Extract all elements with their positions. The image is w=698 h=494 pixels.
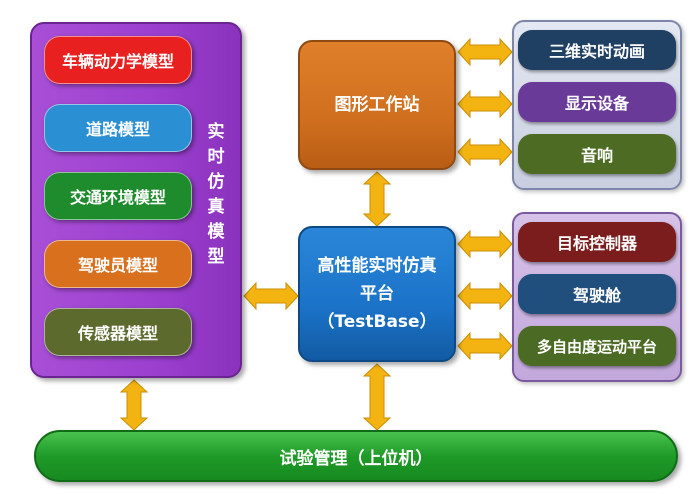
traffic-environment-model: 交通环境模型 xyxy=(44,172,192,220)
arrow-workstation-audio xyxy=(457,137,513,167)
platform-title-line2: 平台 xyxy=(360,284,394,304)
target-controller-item: 目标控制器 xyxy=(518,222,676,262)
graphics-workstation-box: 图形工作站 xyxy=(298,40,456,170)
platform-title-line3: （TestBase） xyxy=(317,312,437,332)
arrow-models-test-management xyxy=(119,379,149,431)
cockpit-item: 驾驶舱 xyxy=(518,274,676,314)
arrow-models-platform xyxy=(243,281,299,311)
driver-model: 驾驶员模型 xyxy=(44,240,192,288)
motion-platform-item: 多自由度运动平台 xyxy=(518,326,676,366)
test-management-bar: 试验管理（上位机） xyxy=(34,430,678,482)
sensor-model: 传感器模型 xyxy=(44,308,192,356)
arrow-workstation-3d-animation xyxy=(457,37,513,67)
arrow-workstation-display xyxy=(457,89,513,119)
road-model: 道路模型 xyxy=(44,104,192,152)
audio-item: 音响 xyxy=(518,134,676,174)
vehicle-dynamics-model: 车辆动力学模型 xyxy=(44,36,192,84)
platform-title-line1: 高性能实时仿真 xyxy=(317,256,437,276)
arrow-platform-test-management xyxy=(362,363,392,431)
arrow-platform-motion-platform xyxy=(457,331,513,361)
arrow-platform-cockpit xyxy=(457,281,513,311)
3d-animation-item: 三维实时动画 xyxy=(518,30,676,70)
display-device-item: 显示设备 xyxy=(518,82,676,122)
realtime-simulation-models-label: 实时仿真模型 xyxy=(207,122,225,267)
realtime-platform-box: 高性能实时仿真 平台 （TestBase） xyxy=(298,226,456,362)
arrow-workstation-platform xyxy=(362,171,392,227)
arrow-platform-target-controller xyxy=(457,229,513,259)
